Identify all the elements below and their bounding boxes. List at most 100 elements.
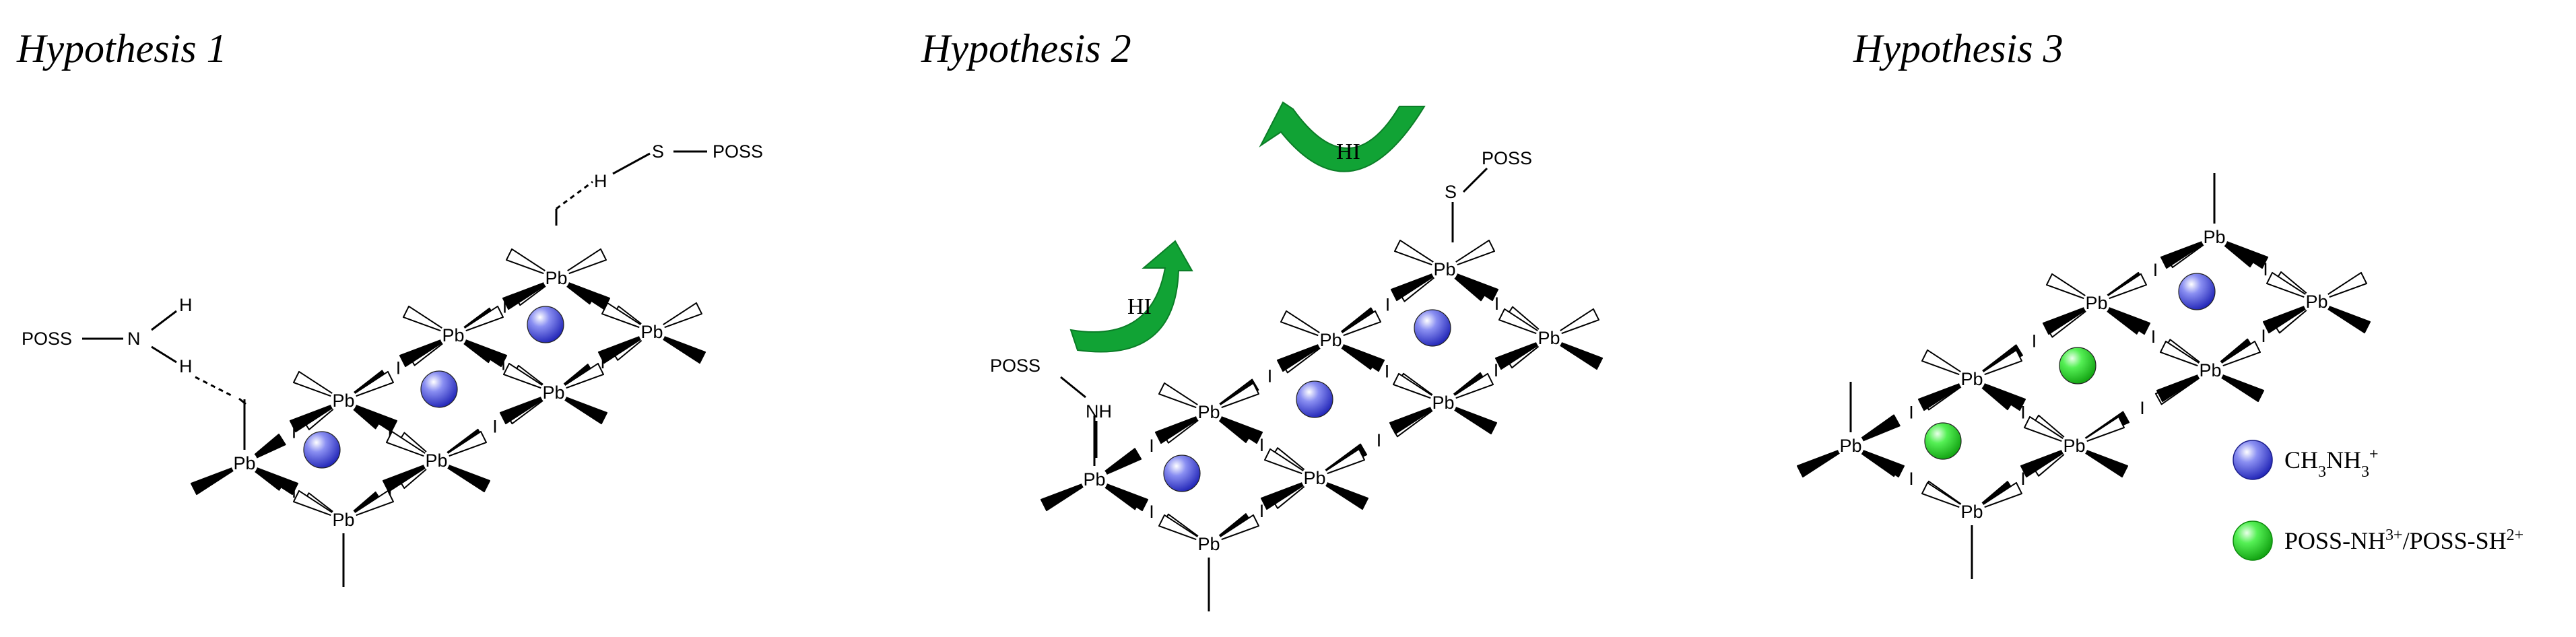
legend-green-label: POSS-NH3+/POSS-SH2+ xyxy=(2284,527,2523,554)
iodine-bridge-label: I xyxy=(1259,435,1265,455)
solid-wedge-bond xyxy=(436,460,491,493)
h2-thiol-group xyxy=(1451,167,1488,242)
h1-poss-top: POSS xyxy=(713,141,763,162)
hashed-wedge-bond xyxy=(2316,271,2368,302)
atom-background xyxy=(423,447,450,474)
hashed-wedge-bond xyxy=(1314,448,1366,479)
h2-poss-left: POSS xyxy=(990,356,1041,376)
solid-wedge-bond xyxy=(1971,378,2026,411)
lead-atom-label: Pb xyxy=(1432,393,1454,413)
hashed-wedge-bond xyxy=(505,248,557,279)
iodine-bridge-label: I xyxy=(2263,259,2268,279)
atom-background xyxy=(1301,465,1328,492)
lead-atom-label: Pb xyxy=(1538,328,1560,348)
atom-background xyxy=(2303,288,2330,315)
solid-wedge-bond xyxy=(2020,445,2075,478)
solid-wedge-bond xyxy=(553,392,608,425)
lead-atom-label: Pb xyxy=(2063,436,2085,456)
lead-atom-label: Pb xyxy=(640,322,663,342)
hashed-wedge-bond xyxy=(2266,271,2317,302)
lead-atom-label: Pb xyxy=(1303,468,1325,488)
hashed-wedge-bond xyxy=(1548,308,1600,339)
h1-amine-group xyxy=(82,310,246,405)
atom-background xyxy=(543,265,570,292)
hashed-wedge-bond xyxy=(556,248,607,279)
solid-wedge-bond xyxy=(1850,445,1905,478)
atom-background xyxy=(2197,357,2224,384)
h1-hydrogen-top: H xyxy=(594,171,607,191)
hashed-wedge-bond xyxy=(436,430,488,461)
lead-atom-label: Pb xyxy=(1197,402,1220,422)
lead-atom-label: Pb xyxy=(1197,534,1220,554)
hashed-wedge-bond xyxy=(601,302,653,333)
solid-wedge-bond xyxy=(1208,411,1263,444)
solid-wedge-bond xyxy=(651,331,706,364)
lead-atom-label: Pb xyxy=(542,382,564,403)
iodine-bridge-label: I xyxy=(1385,295,1391,315)
atom-background xyxy=(2025,332,2043,350)
solid-wedge-bond xyxy=(289,400,344,433)
hashed-wedge-bond xyxy=(651,302,703,333)
atom-background xyxy=(2083,290,2110,316)
lead-atom-label: Pb xyxy=(442,325,464,345)
iodine-bridge-label: I xyxy=(501,354,506,374)
hashed-wedge-bond xyxy=(292,490,344,521)
hypothesis-2-title: Hypothesis 2 xyxy=(921,26,1131,71)
hashed-wedge-bond xyxy=(292,370,344,401)
h1-thiol-group xyxy=(555,150,707,226)
solid-wedge-bond xyxy=(2156,370,2211,403)
lead-atom-label: Pb xyxy=(2199,360,2221,380)
iodine-bridge-label: I xyxy=(2261,326,2266,346)
lead-atom-label: Pb xyxy=(332,391,354,411)
solid-wedge-bond xyxy=(2316,301,2371,334)
sphere-icon xyxy=(420,370,458,408)
hypothesis-3-title: Hypothesis 3 xyxy=(1853,26,2063,71)
legend: CH3NH3+ POSS-NH3+/POSS-SH2+ xyxy=(2233,440,2523,561)
iodine-bridge-label: I xyxy=(396,358,401,378)
h2-nh: NH xyxy=(1086,401,1112,422)
atom-background xyxy=(2134,399,2151,417)
solid-wedge-bond xyxy=(1443,402,1498,435)
iodine-bridge-label: I xyxy=(1385,362,1390,382)
hashed-wedge-bond xyxy=(2045,273,2097,304)
atom-background xyxy=(330,387,357,414)
hashed-wedge-bond xyxy=(1330,310,1382,341)
curved-arrow-icon xyxy=(1259,101,1426,172)
h1-nitrogen: N xyxy=(127,329,141,349)
iodine-bridge-label: I xyxy=(2020,403,2026,423)
solid-wedge-bond xyxy=(1040,479,1095,512)
solid-wedge-bond xyxy=(1548,337,1604,370)
h2-sulfur: S xyxy=(1445,182,1457,202)
solid-wedge-bond xyxy=(399,335,454,368)
solid-wedge-bond xyxy=(1094,479,1149,512)
hashed-wedge-bond xyxy=(1393,239,1445,270)
solid-wedge-bond xyxy=(2160,236,2215,269)
hashed-wedge-bond xyxy=(1392,372,1444,403)
hashed-wedge-bond xyxy=(1921,349,1973,380)
iodine-bridge-label: I xyxy=(2153,260,2158,280)
lead-atom-label: Pb xyxy=(233,453,255,473)
hashed-wedge-bond xyxy=(1158,382,1210,413)
sphere-icon xyxy=(1163,455,1201,492)
solid-wedge-bond xyxy=(1276,339,1331,372)
sphere-icon xyxy=(1924,422,1962,460)
h1-hydrogen-a: H xyxy=(179,295,193,315)
hashed-wedge-bond xyxy=(1971,481,2023,512)
hashed-wedge-bond xyxy=(385,430,437,461)
atom-background xyxy=(1379,296,1397,314)
lead-atom-label: Pb xyxy=(1083,469,1105,490)
iodine-bridge-label: I xyxy=(1909,403,1914,423)
solid-wedge-bond xyxy=(2262,301,2317,334)
atom-background xyxy=(1195,399,1222,426)
atom-background xyxy=(1195,531,1222,558)
atom-background xyxy=(1958,498,1985,525)
hashed-wedge-bond xyxy=(1443,372,1494,403)
solid-wedge-bond xyxy=(453,335,508,368)
iodine-bridge-label: I xyxy=(600,352,605,372)
iodine-bridge-label: I xyxy=(292,422,297,442)
atom-background xyxy=(540,379,567,406)
lead-atom-label: Pb xyxy=(2305,292,2327,312)
solid-wedge-bond xyxy=(244,463,299,496)
